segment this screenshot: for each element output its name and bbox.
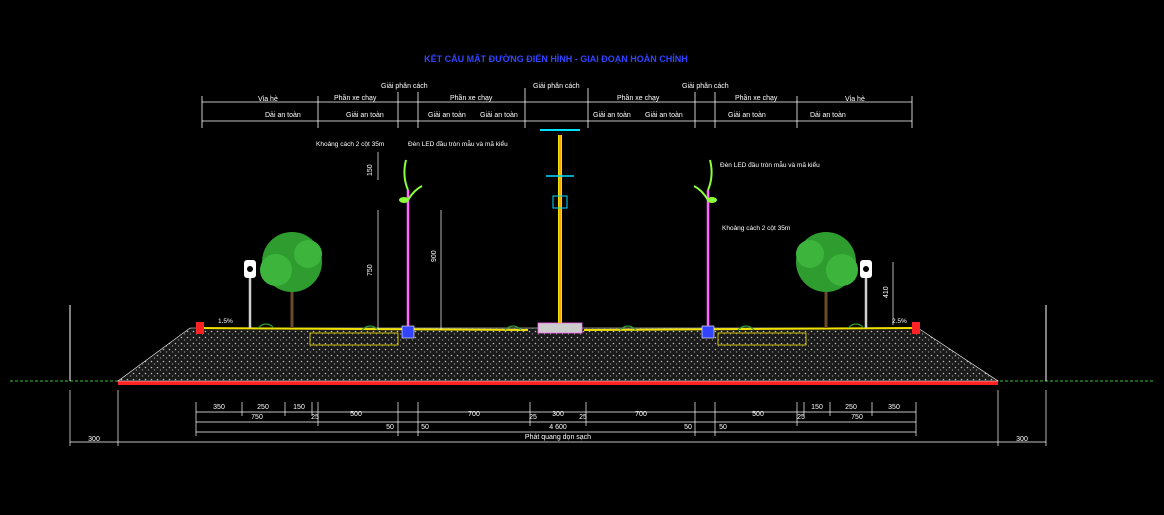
- dim-row1-left-2: 150: [293, 404, 305, 411]
- dim-row1-left-0: 350: [213, 404, 225, 411]
- shrubs: [257, 323, 865, 331]
- vertical-dim-labels: 150 750 900 410: [367, 164, 890, 298]
- dim-total: 4 600: [549, 424, 567, 431]
- annotation-texts: Khoảng cách 2 cột 35m Đèn LED đầu tròn m…: [218, 139, 907, 325]
- zone-sub-left-4: Giải an toàn: [480, 112, 518, 119]
- dim-row2-2: 25: [529, 414, 537, 421]
- dimension-lines: [69, 390, 1047, 446]
- dim-row2-4: 25: [797, 414, 805, 421]
- median-pole-left: [399, 159, 423, 326]
- sidewalk-lamp-left: [244, 260, 256, 328]
- sidewalk-lamp-right: [860, 260, 872, 328]
- led-note-right: Đèn LED đầu tròn mẫu và mã kiểu: [720, 160, 820, 169]
- zone-sub-right-2: Giải an toàn: [645, 112, 683, 119]
- dim-edge-right: 300: [1016, 436, 1028, 443]
- zone-label-sidewalk-right: Vỉa hè: [845, 95, 865, 103]
- dim-900: 900: [431, 250, 438, 262]
- dim-750: 750: [367, 264, 374, 276]
- pavement-layer-box-left: [309, 332, 399, 346]
- dim-row1-center-0: 500: [350, 411, 362, 418]
- header-zones: [201, 88, 913, 128]
- spacing-note-right: Khoảng cách 2 cột 35m: [722, 225, 790, 232]
- dim-row1-center-2: 300: [552, 411, 564, 418]
- tree-left: [260, 232, 322, 328]
- dim-row1-right-2: 350: [888, 404, 900, 411]
- dim-row1-center-3: 700: [635, 411, 647, 418]
- bottom-label: Phát quang dọn sạch: [525, 434, 591, 441]
- zone-label-carriage-right-1: Phần xe chạy: [617, 93, 660, 102]
- center-median-block: [537, 322, 583, 334]
- zone-sub-right-3: Giải an toàn: [728, 112, 766, 119]
- dim-row2-3: 25: [579, 414, 587, 421]
- dim-row1-left-1: 250: [257, 404, 269, 411]
- dim-row1-center-1: 700: [468, 411, 480, 418]
- pavement-right: [583, 327, 919, 331]
- zone-label-carriage-right-2: Phần xe chạy: [735, 93, 778, 102]
- center-pole: [540, 129, 580, 323]
- zone-label-median-right: Giải phân cách: [682, 83, 729, 90]
- clearing-band: [118, 381, 998, 385]
- slope-right: 2.5%: [892, 318, 907, 325]
- vertical-dimensions: [377, 152, 894, 330]
- embankment-body: [117, 327, 999, 382]
- dim-row2-0: 750: [251, 414, 263, 421]
- pavement-left: [195, 327, 529, 331]
- zone-sub-right-4: Dải an toàn: [810, 112, 846, 119]
- dim-row1-center-4: 500: [752, 411, 764, 418]
- dim-row2-1: 25: [311, 414, 319, 421]
- dim-row1-right-1: 250: [845, 404, 857, 411]
- pavement-layer-box-right: [717, 332, 807, 346]
- zone-sub-left-3: Giải an toàn: [428, 112, 466, 119]
- zone-label-center-median: Giải phân cách: [533, 83, 580, 90]
- median-curb-right: [701, 325, 715, 339]
- dim-row3-1: 50: [421, 424, 429, 431]
- dim-row1-right-0: 150: [811, 404, 823, 411]
- zone-label-median-left: Giải phân cách: [381, 83, 428, 90]
- guard-posts: [69, 305, 1047, 381]
- zone-sub-right-1: Giải an toàn: [593, 112, 631, 119]
- zone-label-carriage-left-2: Phần xe chạy: [450, 93, 493, 102]
- median-curb-left: [401, 325, 415, 339]
- slope-left: 1.5%: [218, 318, 233, 325]
- zone-sub-left-2: Giải an toàn: [346, 112, 384, 119]
- zone-label-sidewalk-left: Vỉa hè: [258, 95, 278, 103]
- dim-row3-3: 50: [719, 424, 727, 431]
- spacing-note-left: Khoảng cách 2 cột 35m: [316, 141, 384, 148]
- dim-edge-left: 300: [88, 436, 100, 443]
- dim-row3-0: 50: [386, 424, 394, 431]
- led-note-left: Đèn LED đầu tròn mẫu và mã kiểu: [408, 139, 508, 148]
- dimension-labels: 350 250 150 500 700 300 700 500 150 250 …: [88, 404, 1028, 443]
- dim-410: 410: [883, 286, 890, 298]
- dim-row3-2: 50: [684, 424, 692, 431]
- drawing-title: KẾT CẤU MẶT ĐƯỜNG ĐIỂN HÌNH - GIAI ĐOẠN …: [424, 53, 688, 64]
- header-labels: Vỉa hè Dải an toàn Phần xe chạy Giải an …: [258, 83, 865, 119]
- dim-150: 150: [367, 164, 374, 176]
- median-pole-right: [693, 159, 717, 326]
- dim-row2-5: 750: [851, 414, 863, 421]
- zone-label-carriage-left-1: Phần xe chạy: [334, 93, 377, 102]
- tree-right: [796, 232, 858, 328]
- zone-sub-left-1: Dải an toàn: [265, 112, 301, 119]
